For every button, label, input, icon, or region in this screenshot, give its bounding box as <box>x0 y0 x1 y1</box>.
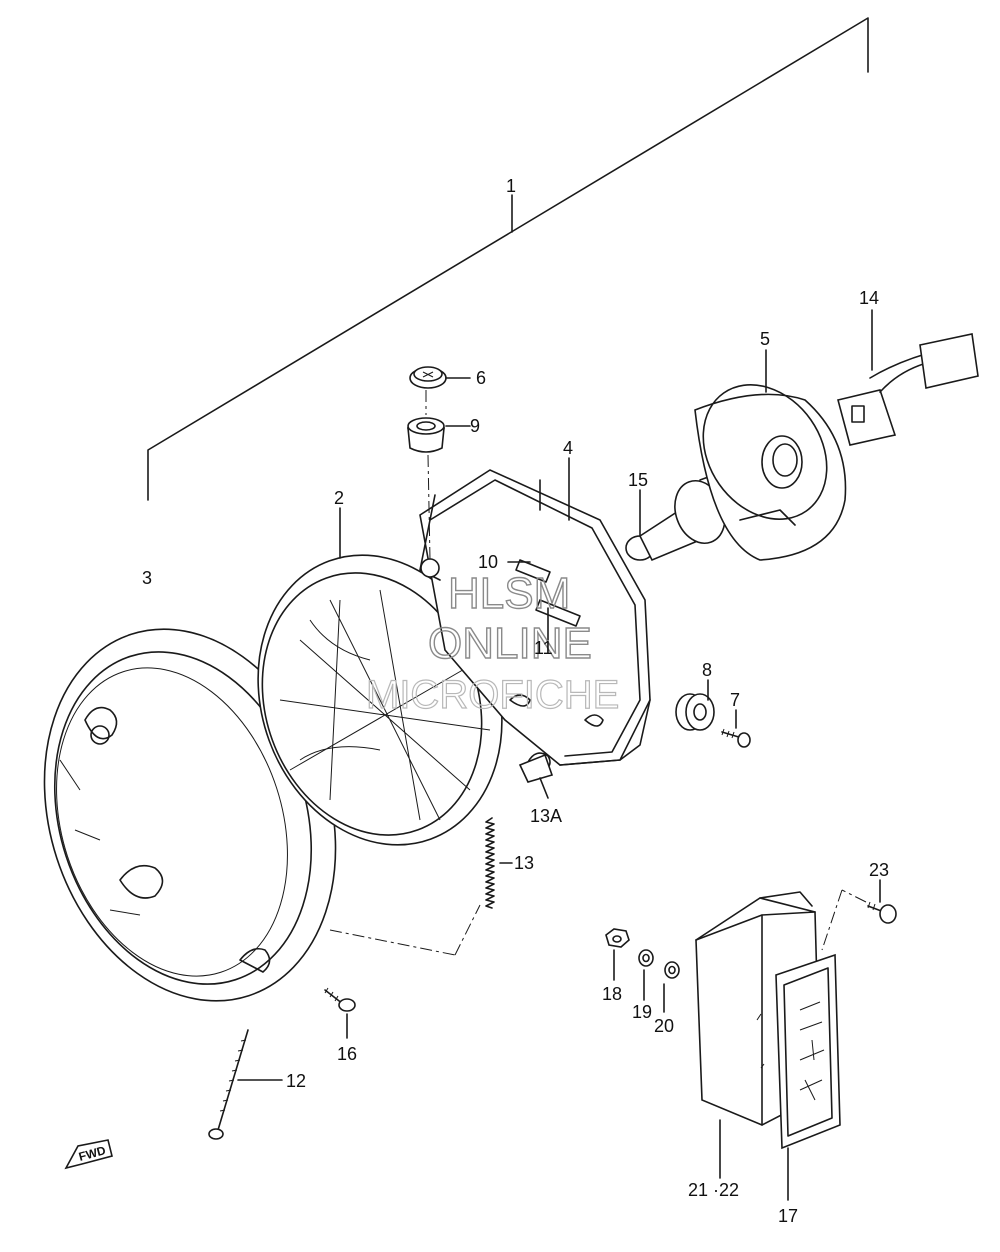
callout-20: 20 <box>654 1016 674 1036</box>
connector-part-14 <box>837 309 979 446</box>
washer-part-20 <box>663 961 680 1013</box>
callout-3: 3 <box>142 568 152 588</box>
callout-21-22: 21 ·22 <box>688 1180 739 1200</box>
screw-part-23 <box>821 879 897 951</box>
callout-6: 6 <box>476 368 486 388</box>
callout-17: 17 <box>778 1206 798 1226</box>
screw-part-16 <box>324 987 356 1039</box>
callout-labels: 1 2 3 4 5 6 7 8 9 10 11 12 13 13A 14 15 … <box>142 176 889 1226</box>
watermark-line-3: MICROFICHE <box>366 673 619 717</box>
callout-13: 13 <box>514 853 534 873</box>
watermark: HLSM ONLINE MICROFICHE <box>365 568 620 717</box>
washer-part-19 <box>638 949 654 1001</box>
clip-part-13a <box>518 753 554 799</box>
callout-11: 11 <box>534 638 553 658</box>
callout-9: 9 <box>470 416 480 436</box>
screw-part-7 <box>721 709 751 748</box>
grommet-part-8 <box>675 679 715 731</box>
headlight-housing-part-4 <box>419 457 651 773</box>
socket-cover-part-5 <box>694 349 847 561</box>
callout-13a: 13A <box>530 806 562 826</box>
callout-2: 2 <box>334 488 344 508</box>
callout-12: 12 <box>286 1071 306 1091</box>
spring-part-13 <box>485 817 513 909</box>
callout-7: 7 <box>730 690 740 710</box>
assembly-bracket-1 <box>147 17 869 501</box>
nut-part-18 <box>605 928 630 981</box>
callout-18: 18 <box>602 984 622 1004</box>
callout-16: 16 <box>337 1044 357 1064</box>
callout-1: 1 <box>506 176 516 196</box>
adjust-screw-part-12 <box>208 1029 283 1140</box>
screw-part-6 <box>409 366 471 389</box>
callout-14: 14 <box>859 288 879 308</box>
callout-19: 19 <box>632 1002 652 1022</box>
callout-10: 10 <box>478 552 498 572</box>
forward-direction-badge: FWD <box>64 1139 113 1170</box>
watermark-line-2: ONLINE <box>428 619 592 668</box>
fwd-label: FWD <box>77 1143 107 1164</box>
callout-15: 15 <box>628 470 648 490</box>
callout-4: 4 <box>563 438 573 458</box>
callout-8: 8 <box>702 660 712 680</box>
callout-5: 5 <box>760 329 770 349</box>
reflector-lens-part-17 <box>775 953 841 1201</box>
callout-23: 23 <box>869 860 889 880</box>
watermark-line-1: HLSM <box>448 569 570 618</box>
grommet-part-9 <box>407 390 471 561</box>
